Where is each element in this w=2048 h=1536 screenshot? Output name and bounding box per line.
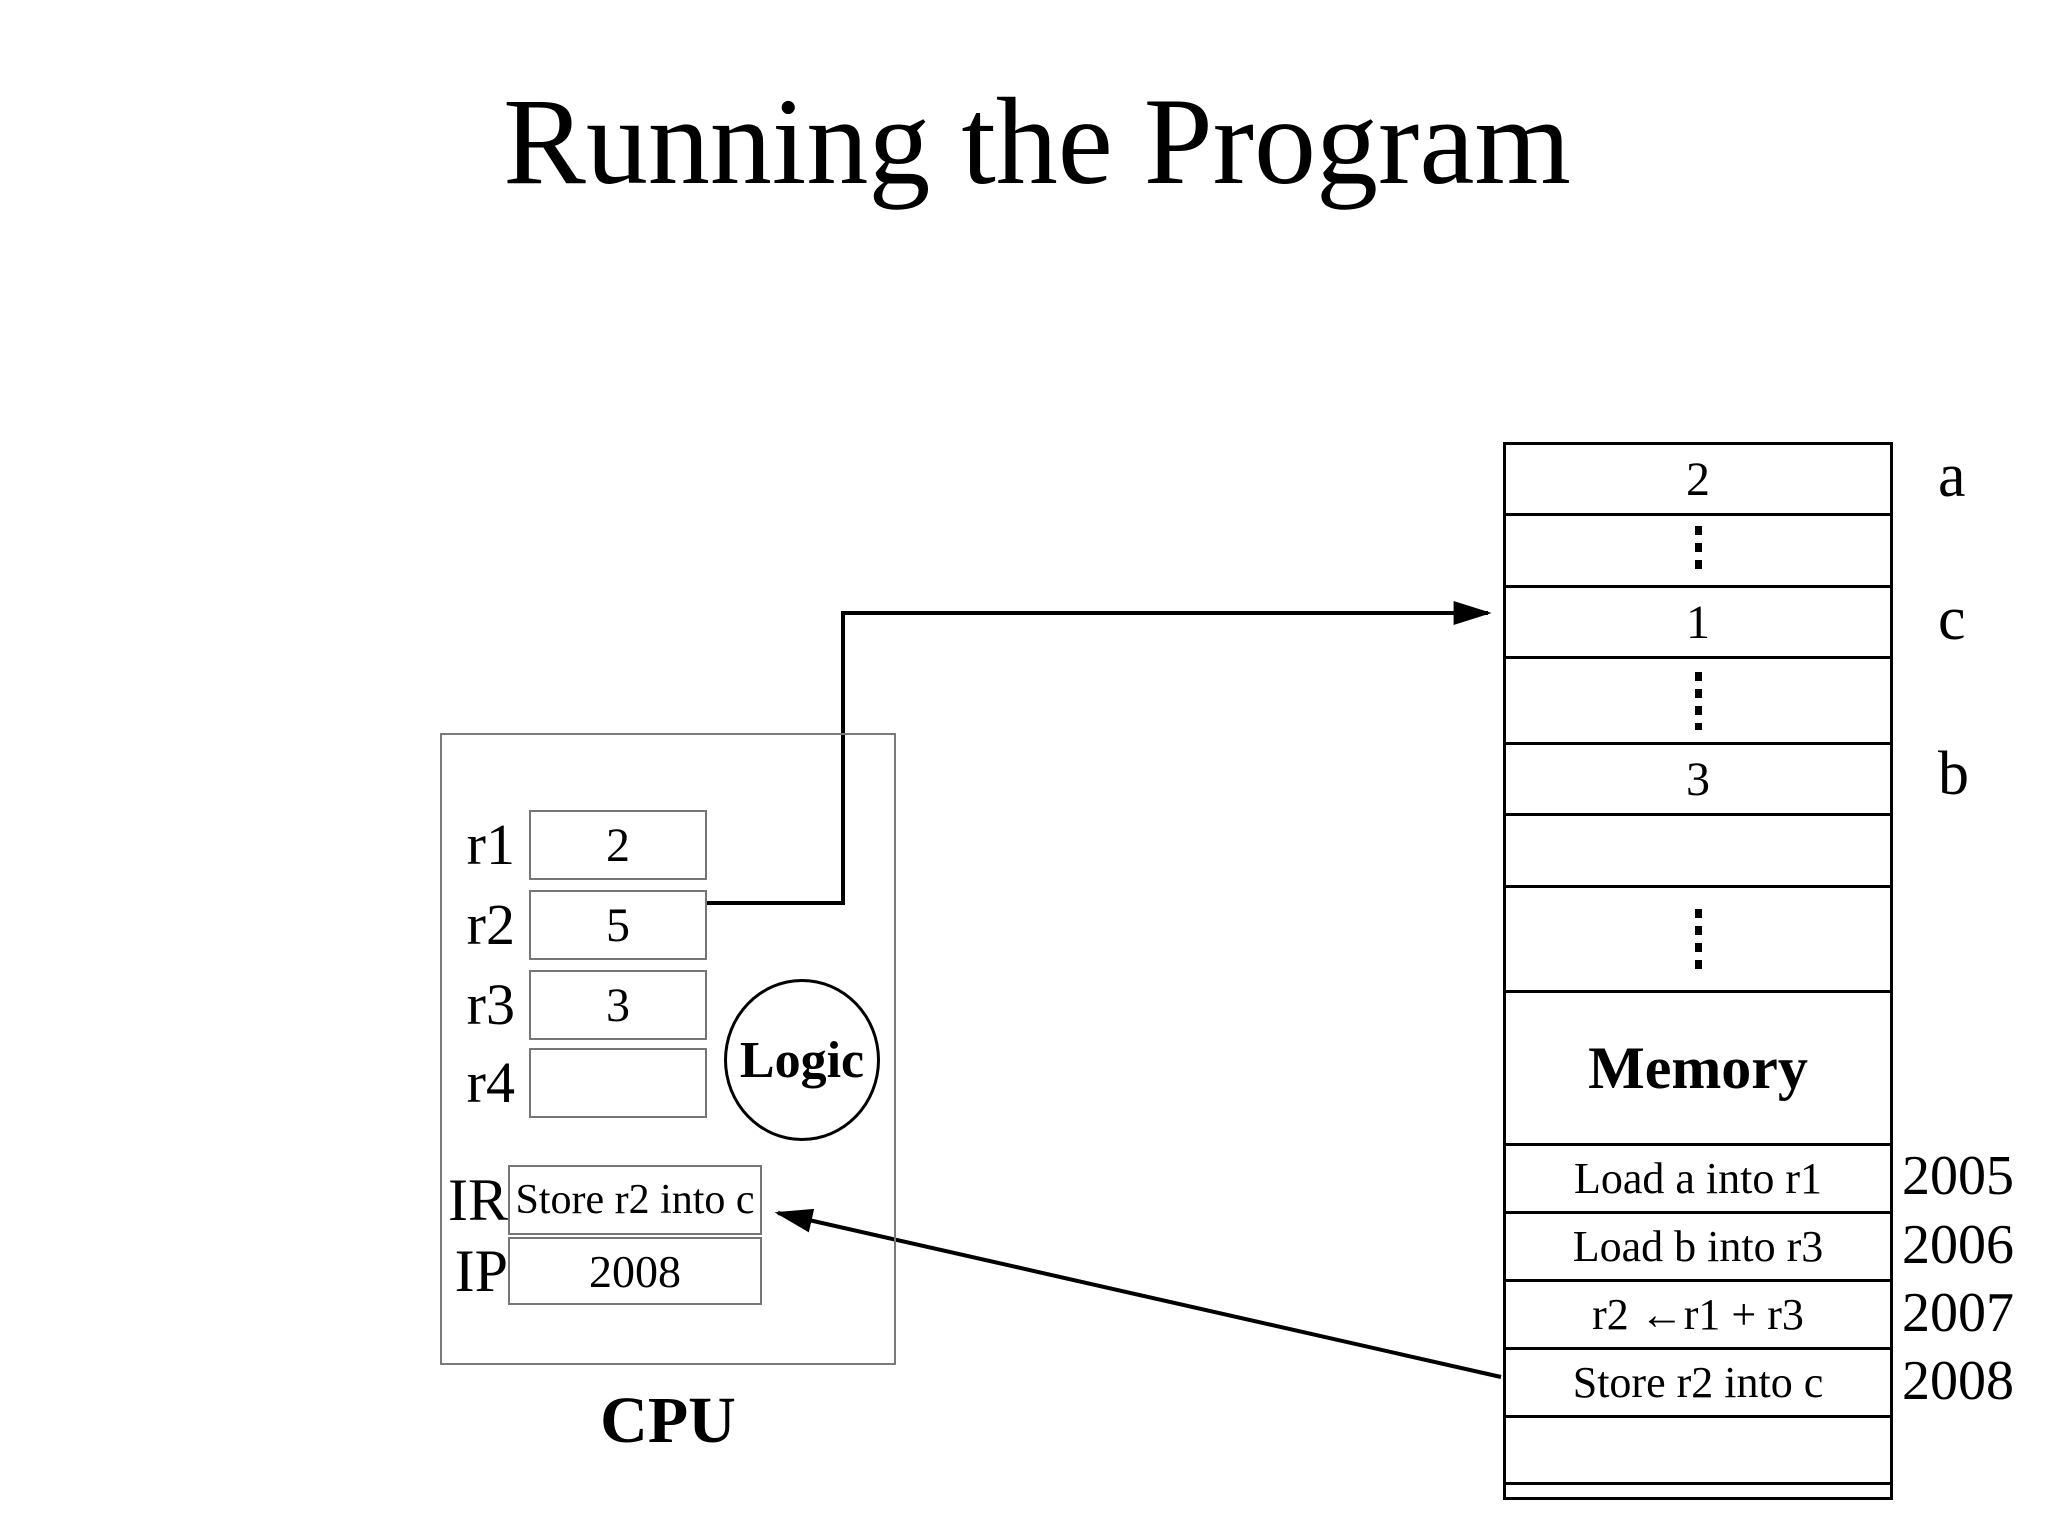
- memory-address-2008: 2008: [1902, 1350, 2014, 1412]
- memory-empty-cell: [1506, 1418, 1890, 1485]
- memory-instruction-2007: r2 ←r1 + r3: [1506, 1282, 1890, 1350]
- memory-instruction-2006: Load b into r3: [1506, 1214, 1890, 1282]
- memory-cell-c: 1: [1506, 588, 1890, 659]
- logic-unit: Logic: [724, 979, 880, 1141]
- memory-cell-a: 2: [1506, 445, 1890, 516]
- memory-column: 2 1 3 Memory Load a into r1 Load b into …: [1503, 442, 1893, 1500]
- memory-address-2006: 2006: [1902, 1214, 2014, 1276]
- register-r4: [529, 1048, 707, 1118]
- register-r3: 3: [529, 970, 707, 1040]
- memory-instruction-2008: Store r2 into c: [1506, 1350, 1890, 1418]
- vertical-ellipsis-icon: [1694, 909, 1702, 969]
- register-r1: 2: [529, 810, 707, 880]
- memory-cell-b: 3: [1506, 745, 1890, 816]
- register-label-r2: r2: [466, 892, 515, 957]
- memory-instruction-2005: Load a into r1: [1506, 1146, 1890, 1214]
- memory-gap-row: [1506, 888, 1890, 993]
- register-label-r3: r3: [466, 972, 515, 1037]
- memory-tag-c: c: [1938, 584, 1966, 653]
- memory-gap-row: [1506, 516, 1890, 588]
- memory-tag-a: a: [1938, 441, 1966, 510]
- memory-address-2005: 2005: [1902, 1145, 2014, 1207]
- instruction-register: Store r2 into c: [508, 1165, 762, 1235]
- memory-tag-b: b: [1938, 739, 1969, 808]
- cpu-caption: CPU: [600, 1384, 736, 1457]
- register-label-ip: IP: [454, 1238, 508, 1304]
- cpu-box: [440, 733, 896, 1365]
- register-label-r4: r4: [466, 1050, 515, 1115]
- memory-gap-row: [1506, 659, 1890, 745]
- register-r2: 5: [529, 890, 707, 960]
- memory-empty-cell: [1506, 816, 1890, 888]
- register-label-ir: IR: [448, 1167, 508, 1233]
- vertical-ellipsis-icon: [1694, 671, 1702, 730]
- memory-title-cell: Memory: [1506, 993, 1890, 1146]
- page-title: Running the Program: [503, 73, 1571, 210]
- instruction-pointer: 2008: [508, 1237, 762, 1305]
- memory-empty-cell: [1506, 1485, 1890, 1497]
- register-label-r1: r1: [466, 812, 515, 877]
- memory-address-2007: 2007: [1902, 1282, 2014, 1344]
- vertical-ellipsis-icon: [1694, 525, 1702, 576]
